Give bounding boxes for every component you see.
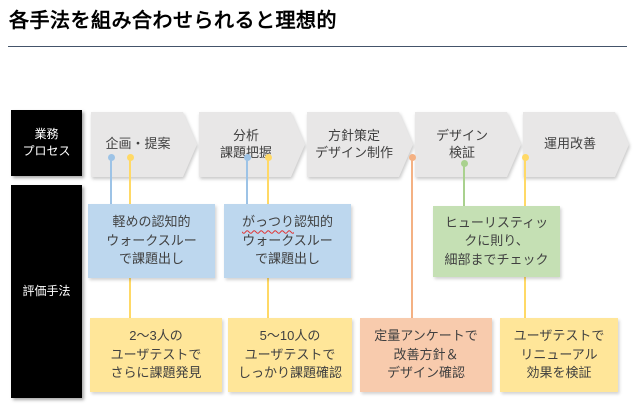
method-box-text: がっつり認知的	[224, 213, 351, 231]
method-box-text: ウォークスルー	[242, 232, 333, 248]
connector-line-blue	[243, 154, 251, 204]
step-label: 方針策定	[327, 127, 380, 143]
chevron-arrow-icon: デザイン 検証	[415, 112, 521, 177]
method-box-text: 軽めの認知的	[112, 214, 191, 230]
step-label: デザイン制作	[314, 144, 393, 160]
process-step-policy-design: 方針策定 デザイン制作	[307, 112, 413, 177]
step-label: 企画・提案	[105, 136, 171, 152]
method-box-text: リニューアル	[520, 346, 598, 362]
method-box-text: ユーザテストで	[513, 328, 605, 344]
chevron-arrow-icon: 分析 課題把握	[199, 112, 305, 177]
process-step-analysis: 分析 課題把握	[199, 112, 305, 177]
method-box-user-test-renewal: ユーザテストで リニューアル 効果を検証	[500, 318, 618, 392]
method-box-user-test-small: 2～3人の ユーザテストで さらに課題発見	[90, 318, 222, 392]
method-box-text: 認知的	[294, 214, 334, 230]
method-box-text: クに則り、	[464, 233, 529, 249]
connector-dot	[126, 154, 134, 161]
chevron-arrow-icon: 運用改善	[523, 112, 629, 177]
row-label-business-process: 業務 プロセス	[11, 110, 82, 176]
process-step-planning: 企画・提案	[91, 112, 197, 177]
method-box-text: 2～3人の	[129, 328, 183, 344]
connector-dot	[243, 154, 251, 161]
method-box-heuristic-check: ヒューリスティッ クに則り、 細部までチェック	[433, 206, 560, 277]
process-step-operation-improvement: 運用改善	[523, 112, 629, 177]
row-label-evaluation-methods: 評価手法	[11, 185, 82, 398]
method-box-text: 細部までチェック	[444, 251, 549, 267]
process-step-design-verification: デザイン 検証	[415, 112, 521, 177]
method-box-cognitive-walkthrough-heavy: がっつり認知的 ウォークスルー で課題出し	[224, 204, 351, 278]
method-box-text: さらに課題発見	[110, 365, 202, 381]
method-box-cognitive-walkthrough-light: 軽めの認知的 ウォークスルー で課題出し	[88, 204, 215, 278]
connector-line-orange	[408, 154, 416, 318]
method-box-text: 5～10人の	[259, 328, 321, 344]
step-label: 検証	[448, 144, 475, 160]
spellcheck-underlined-text: がっつり	[241, 214, 294, 230]
method-box-text: ヒューリスティッ	[444, 214, 549, 230]
step-label: 分析	[232, 127, 259, 143]
method-box-quantitative-survey: 定量アンケートで 改善方針＆ デザイン確認	[360, 318, 492, 392]
method-box-text: デザイン確認	[386, 365, 465, 381]
method-box-text: 改善方針＆	[393, 346, 459, 362]
title-divider-line	[8, 46, 627, 47]
row-label-text: プロセス	[22, 144, 71, 158]
connector-dot	[264, 154, 272, 161]
method-box-text: ユーザテストで	[110, 346, 202, 362]
slide-title: 各手法を組み合わせられると理想的	[9, 10, 337, 32]
connector-line-green	[460, 160, 468, 207]
method-box-text: 定量アンケートで	[374, 328, 478, 344]
connector-dot	[521, 154, 529, 161]
method-box-text: 効果を検証	[526, 365, 592, 381]
step-label: 運用改善	[543, 136, 596, 152]
row-label-text: 業務	[34, 126, 59, 141]
method-box-text: しっかり課題確認	[237, 365, 342, 381]
method-box-user-test-medium: 5～10人の ユーザテストで しっかり課題確認	[228, 318, 352, 392]
connector-dot	[460, 160, 468, 167]
connector-line-blue	[107, 154, 115, 204]
row-label-text: 評価手法	[22, 283, 71, 298]
method-box-text: ユーザテストで	[244, 346, 336, 362]
connector-dot	[107, 154, 115, 161]
method-box-text: で課題出し	[254, 251, 320, 267]
chevron-arrow-icon: 方針策定 デザイン制作	[307, 112, 413, 177]
chevron-arrow-icon: 企画・提案	[91, 112, 197, 177]
step-label: 課題把握	[219, 144, 272, 160]
method-box-text: ウォークスルー	[106, 232, 197, 248]
connector-dot	[408, 154, 416, 161]
step-label: デザイン	[435, 127, 488, 143]
method-box-text: で課題出し	[118, 251, 184, 267]
